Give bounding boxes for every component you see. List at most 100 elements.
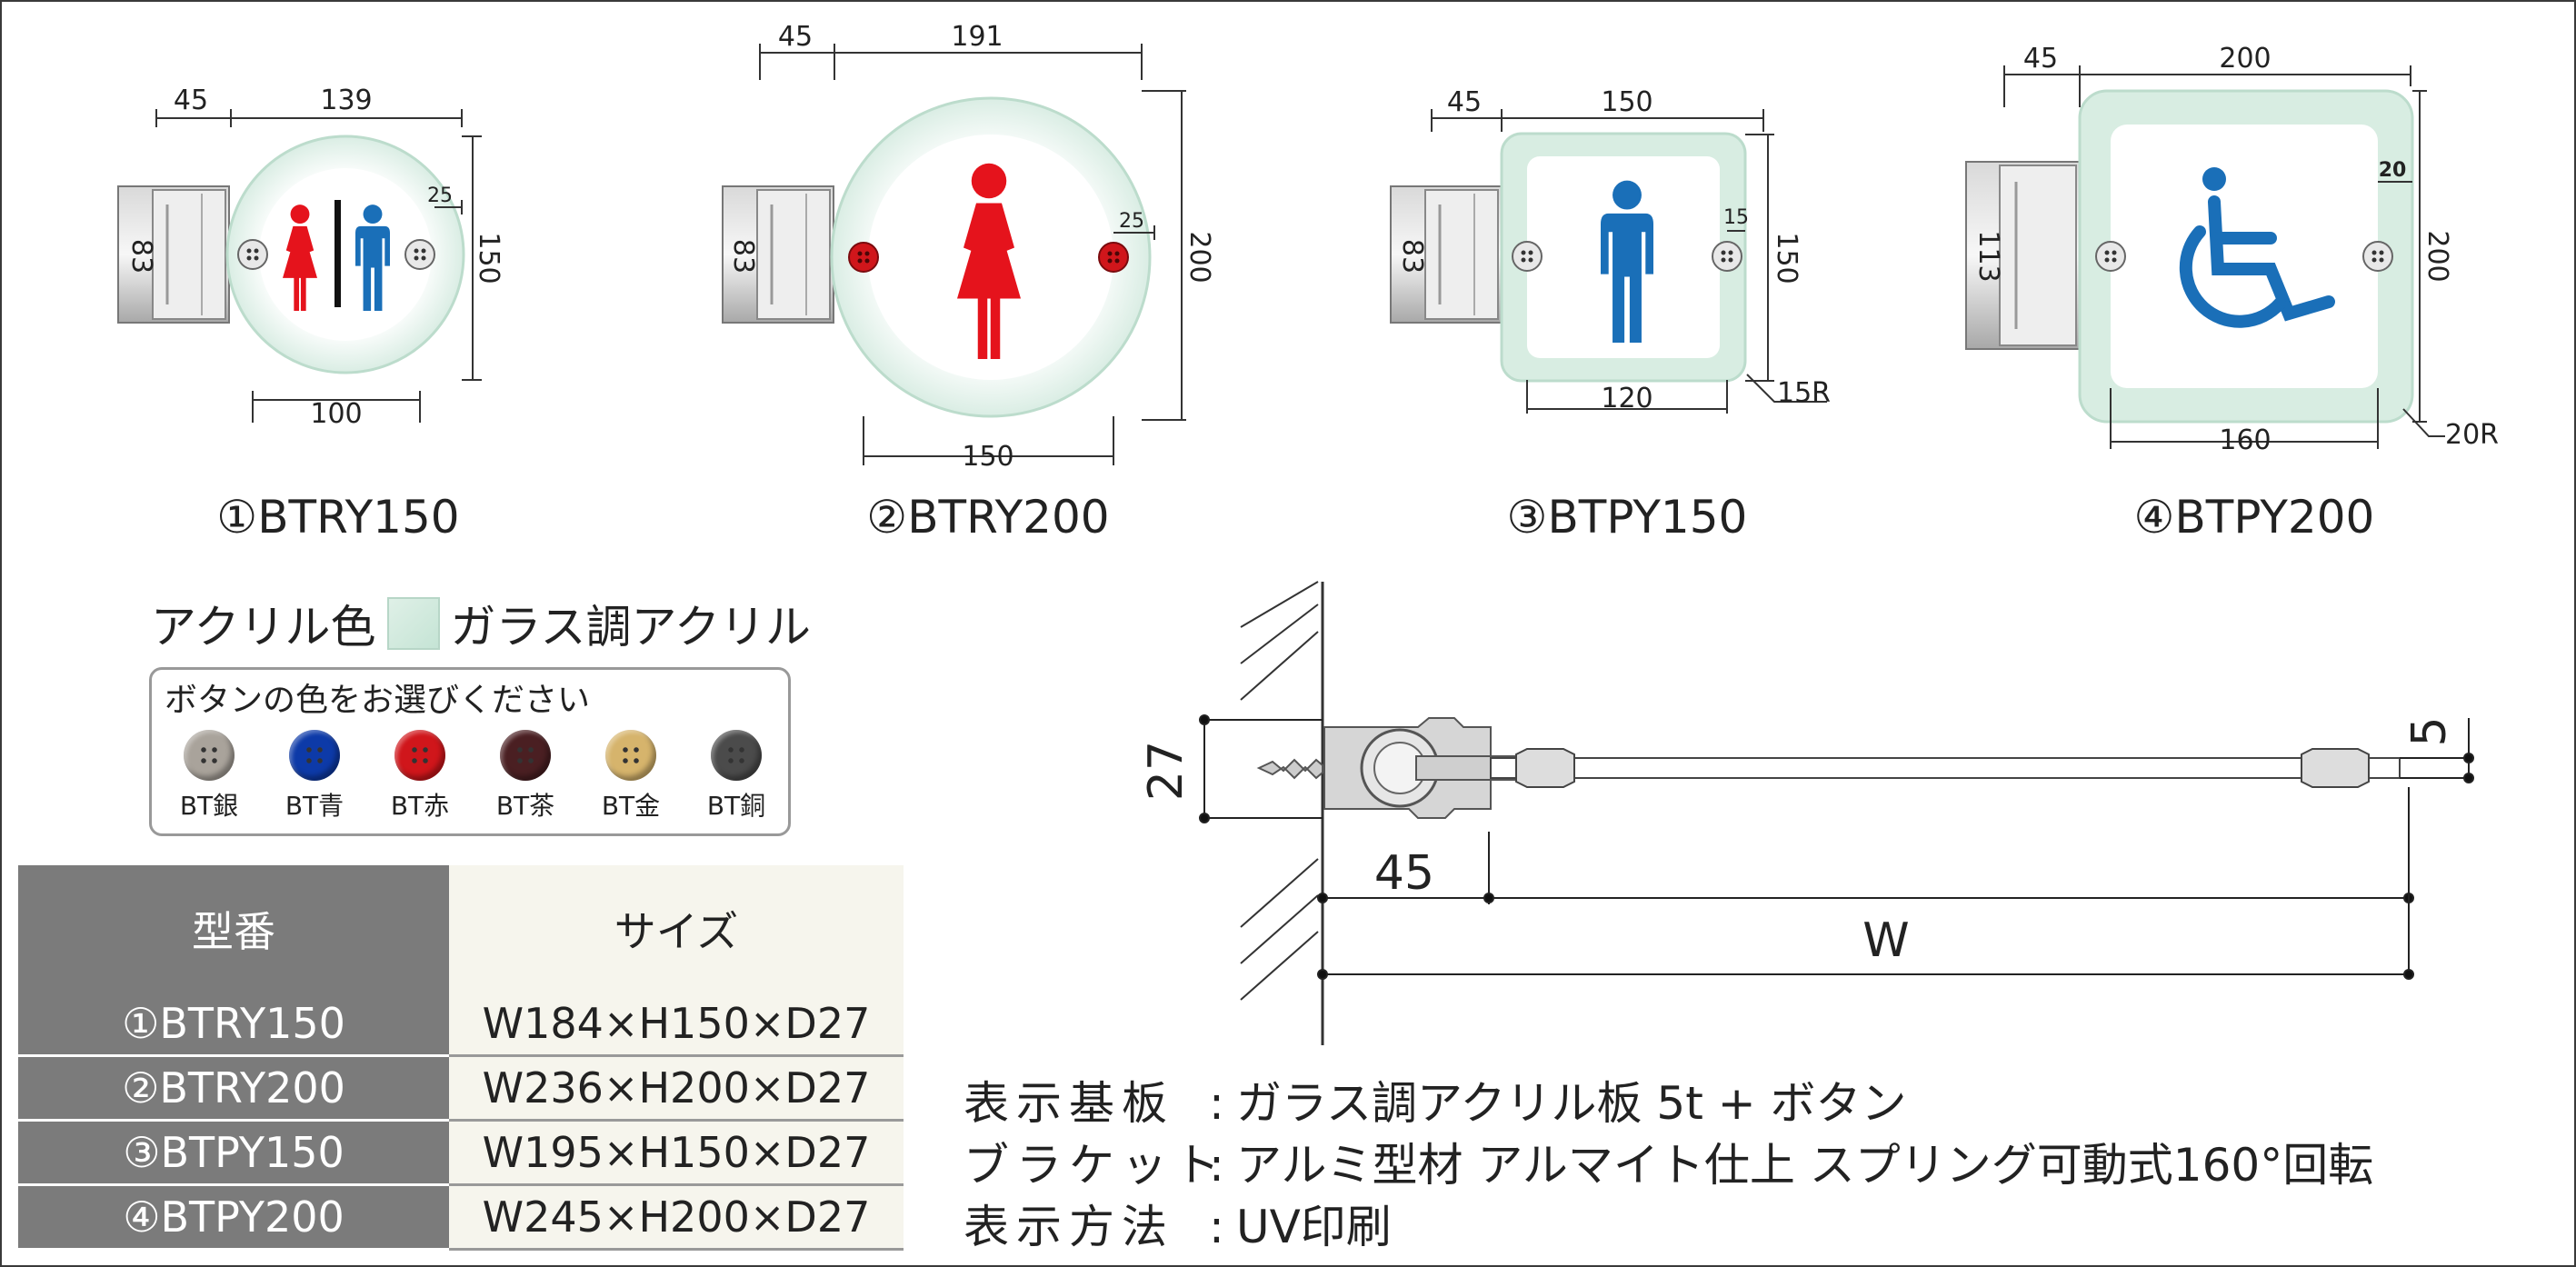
dim-radius-4: 20R: [2445, 419, 2499, 451]
note-key: 表示基板: [964, 1077, 1174, 1130]
button-left-2: [848, 242, 879, 273]
cross-section-drawing: 27 5 45 W: [1139, 581, 2474, 1045]
note-row: ブラケット : アルミ型材 アルマイト仕上 スプリング可動式160°回転: [964, 1134, 2373, 1196]
dim-bracket-2: 83: [727, 239, 759, 274]
dim-height-4: 200: [2421, 230, 2453, 282]
cell-model: ④BTPY200: [18, 1184, 449, 1251]
button-color-title: ボタンの色をお選びください: [165, 682, 591, 719]
dim-inner-2: 150: [962, 441, 1013, 473]
model-label-2: ②BTRY200: [866, 491, 1110, 544]
section-offset: 45: [1374, 846, 1434, 901]
button-option-label: BT金: [601, 791, 661, 821]
model-1-drawing: 45 139 150 83 100 25: [116, 85, 504, 430]
button-swatch: [711, 730, 762, 781]
button-option-gold[interactable]: BT金: [581, 730, 681, 823]
note-value: UV印刷: [1236, 1201, 1392, 1253]
button-swatch: [184, 730, 235, 781]
dim-radius-3: 15R: [1777, 377, 1831, 409]
dim-left-2: 45: [778, 21, 813, 53]
button-option-brown[interactable]: BT茶: [475, 730, 575, 823]
button-option-label: BT茶: [495, 791, 555, 821]
button-option-label: BT赤: [390, 791, 450, 821]
spec-notes: 表示基板 : ガラス調アクリル板 5t + ボタン ブラケット : アルミ型材 …: [964, 1072, 2373, 1258]
button-left-3: [1512, 241, 1543, 272]
note-value: アルミ型材 アルマイト仕上 スプリング可動式160°回転: [1236, 1139, 2374, 1192]
table-row: ②BTRY200 W236×H200×D27: [18, 1055, 904, 1122]
dim-width-2: 191: [951, 21, 1003, 53]
print-area-4: [2111, 125, 2378, 388]
button-right-3: [1712, 241, 1742, 272]
cell-size: W245×H200×D27: [449, 1184, 904, 1251]
dim-btn-4: 20: [2379, 159, 2407, 182]
spec-table: 型番 サイズ ①BTRY150 W184×H150×D27 ②BTRY200 W…: [18, 865, 904, 1251]
model-3-drawing: 45 150 150 83 120 15 15R: [1389, 86, 1831, 414]
model-2-drawing: 45 191 200 83 150 25: [721, 21, 1215, 473]
acrylic-color-value: ガラス調アクリル: [450, 601, 812, 653]
acrylic-color-label: アクリル色: [151, 601, 376, 653]
section-plate: [1490, 757, 2401, 779]
dim-left-3: 45: [1447, 86, 1482, 118]
dim-left-4: 45: [2023, 43, 2058, 75]
section-depth: 27: [1139, 741, 1193, 801]
note-separator: :: [1209, 1139, 1224, 1192]
note-value: ガラス調アクリル板 5t + ボタン: [1236, 1077, 1907, 1130]
note-row: 表示方法 : UV印刷: [964, 1196, 2373, 1258]
cell-size: W184×H150×D27: [449, 993, 904, 1057]
header-model: 型番: [18, 865, 449, 993]
note-key: 表示方法: [964, 1201, 1174, 1253]
cell-model: ②BTRY200: [18, 1055, 449, 1122]
button-right-1: [404, 239, 435, 270]
button-option-copper[interactable]: BT銅: [686, 730, 786, 823]
dim-width-1: 139: [320, 85, 372, 116]
acrylic-swatch: [386, 597, 440, 650]
table-header-row: 型番 サイズ: [18, 865, 904, 993]
button-swatch: [500, 730, 551, 781]
button-left-4: [2095, 241, 2126, 272]
button-right-4: [2362, 241, 2393, 272]
dim-inner-4: 160: [2219, 424, 2271, 456]
button-option-red[interactable]: BT赤: [370, 730, 470, 823]
note-separator: :: [1209, 1077, 1224, 1130]
dim-btn-2: 25: [1119, 210, 1144, 233]
dim-width-4: 200: [2219, 43, 2271, 75]
button-option-blue[interactable]: BT青: [265, 730, 364, 823]
dim-bracket-4: 113: [1972, 230, 2004, 282]
dim-height-1: 150: [473, 232, 504, 284]
button-option-label: BT銀: [179, 791, 239, 821]
dim-height-3: 150: [1771, 232, 1802, 284]
dim-inner-3: 120: [1601, 383, 1652, 414]
note-row: 表示基板 : ガラス調アクリル板 5t + ボタン: [964, 1072, 2373, 1134]
cell-size: W195×H150×D27: [449, 1120, 904, 1186]
dim-bracket-3: 83: [1396, 239, 1428, 274]
model-4-drawing: 45 200 200 113 160 20 20R: [1965, 43, 2499, 456]
dim-bracket-1: 83: [125, 239, 157, 274]
cell-size: W236×H200×D27: [449, 1055, 904, 1122]
cell-model: ①BTRY150: [18, 993, 449, 1057]
cell-model: ③BTPY150: [18, 1120, 449, 1186]
header-size: サイズ: [449, 865, 904, 993]
dim-width-3: 150: [1601, 86, 1652, 118]
button-swatch: [394, 730, 445, 781]
wheelchair-icon: [2179, 167, 2335, 328]
button-swatch: [289, 730, 340, 781]
button-left-1: [237, 239, 268, 270]
restroom-male-female-icon: [283, 200, 390, 311]
button-color-panel: ボタンの色をお選びください BT銀 BT青 BT赤 BT茶 BT金 BT銅: [149, 667, 791, 836]
dim-left-1: 45: [174, 85, 208, 116]
dim-btn-1: 25: [427, 185, 453, 207]
table-row: ①BTRY150 W184×H150×D27: [18, 993, 904, 1057]
note-key: ブラケット: [964, 1139, 1227, 1192]
section-width: W: [1862, 913, 1909, 968]
button-option-label: BT青: [285, 791, 344, 821]
acrylic-color-row: アクリル色 ガラス調アクリル: [151, 591, 811, 656]
dim-height-2: 200: [1183, 231, 1215, 283]
dim-btn-3: 15: [1723, 206, 1749, 229]
model-label-4: ④BTPY200: [2133, 491, 2375, 544]
button-right-2: [1098, 242, 1129, 273]
button-swatch: [605, 730, 656, 781]
button-option-silver[interactable]: BT銀: [159, 730, 259, 823]
section-thickness: 5: [2402, 716, 2457, 746]
note-separator: :: [1209, 1201, 1224, 1253]
